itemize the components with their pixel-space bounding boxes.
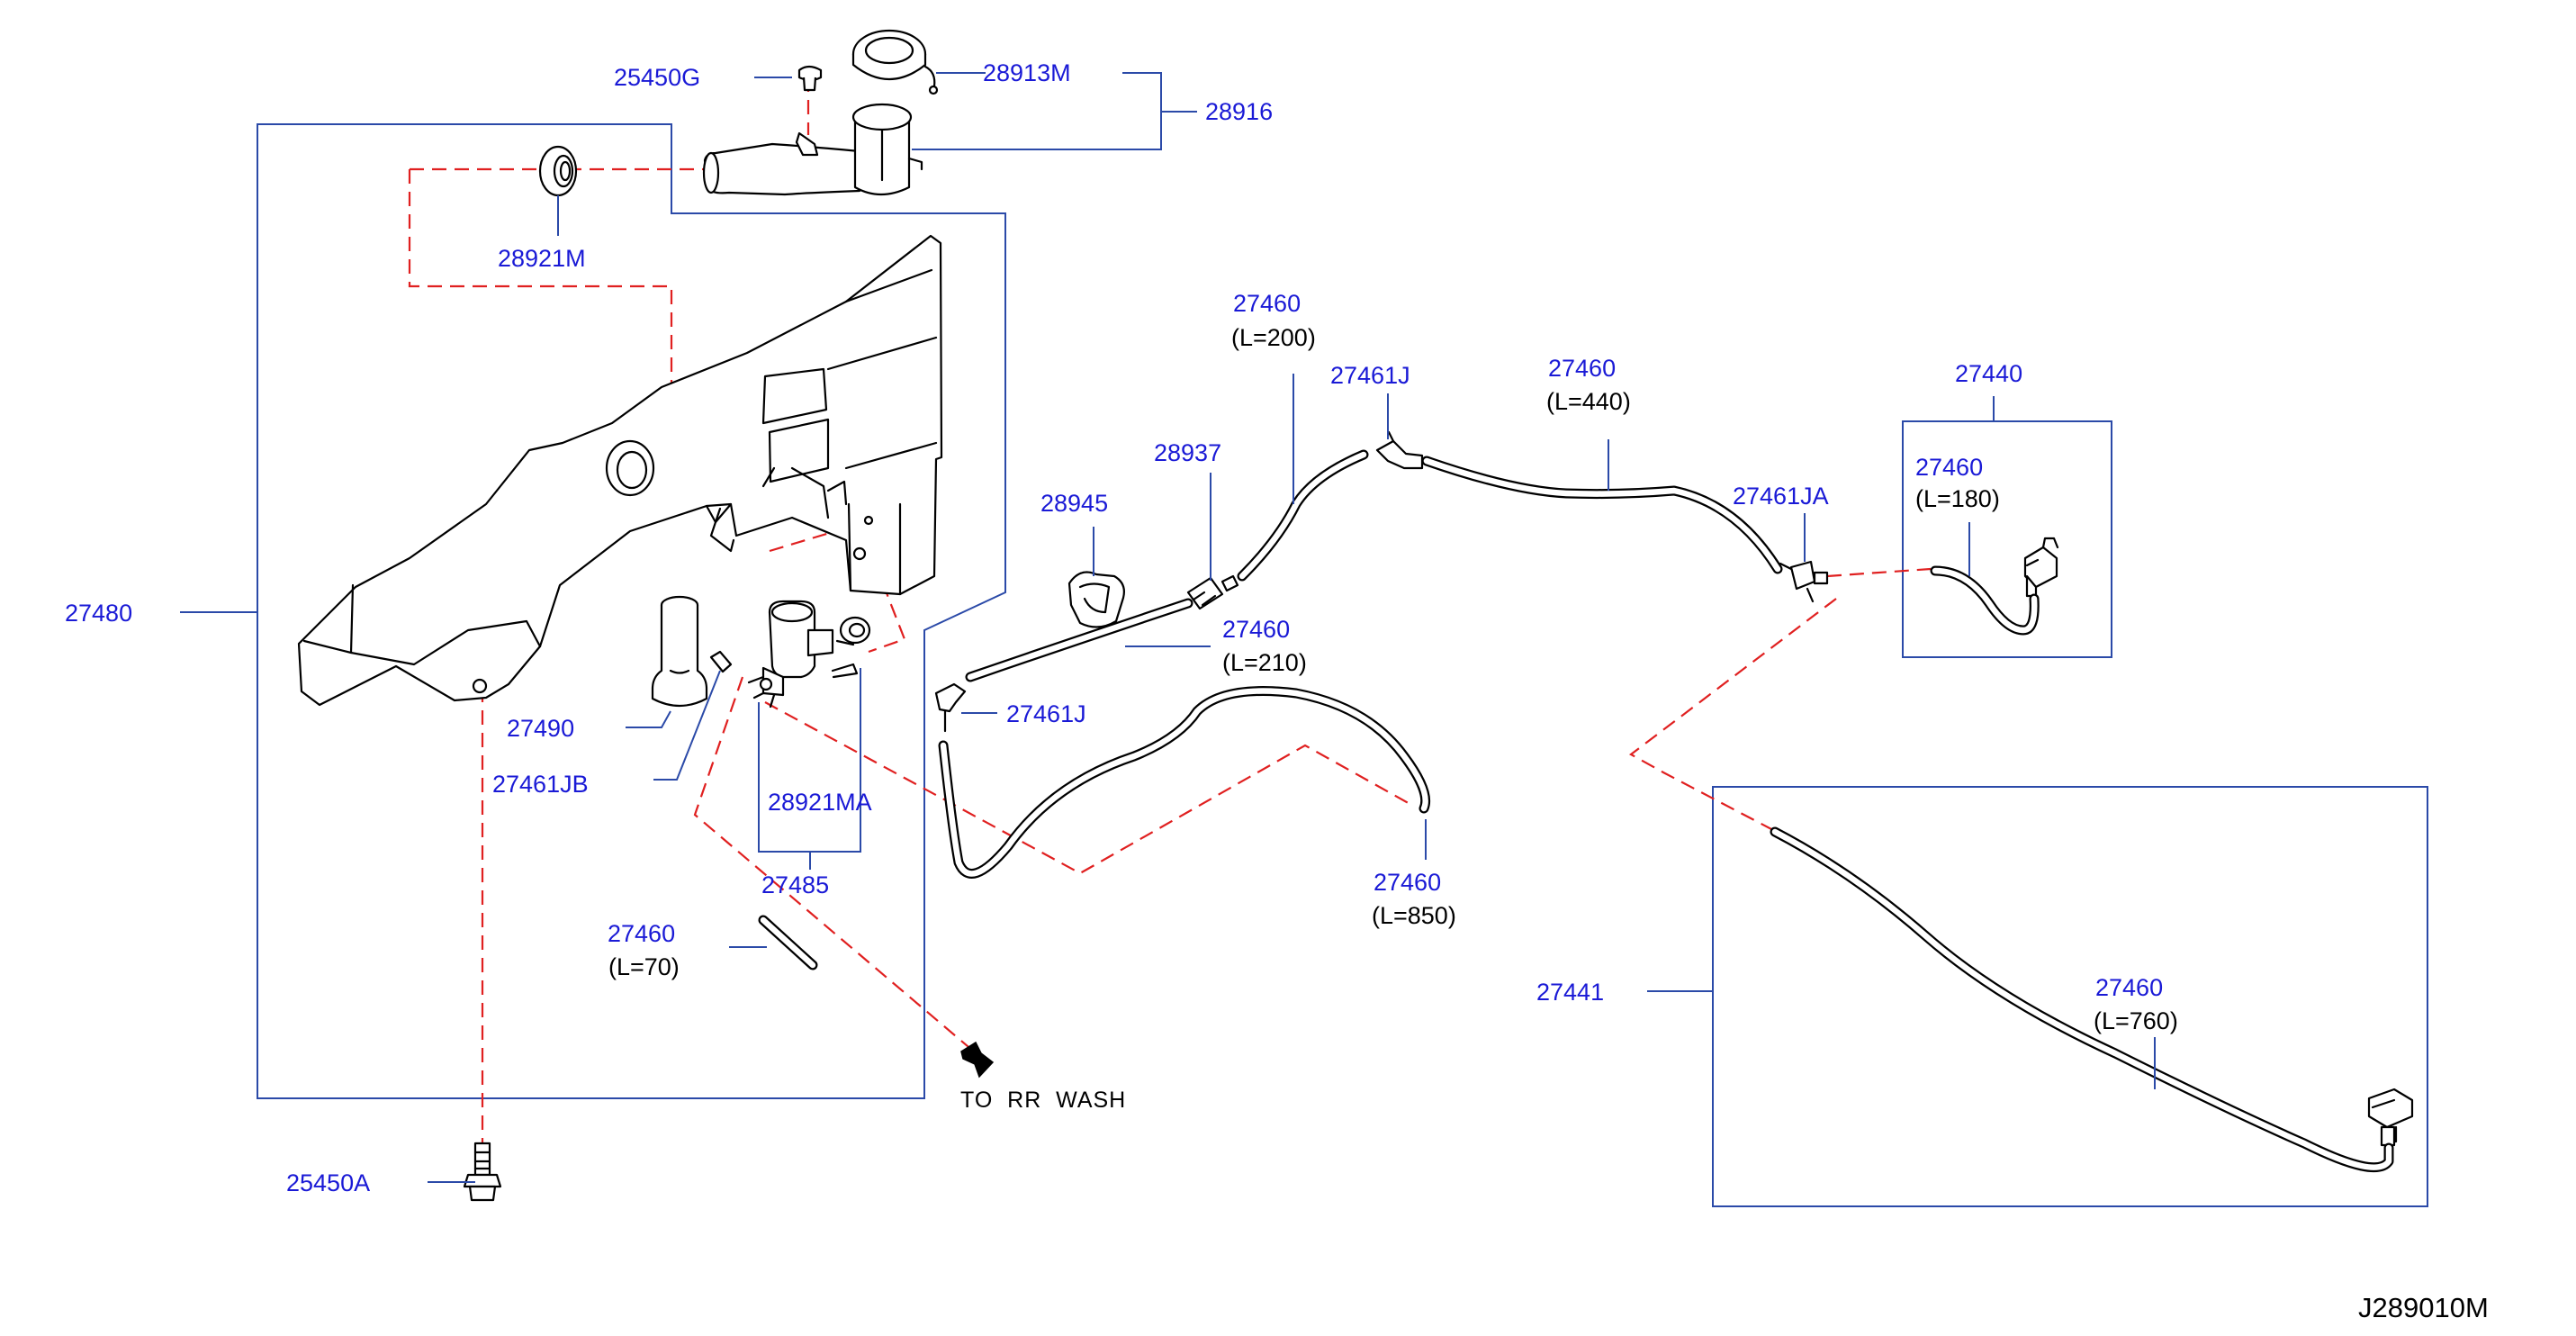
note-to-rr-wash: TO RR WASH [960, 1088, 1126, 1113]
label-28921M: 28921M [498, 245, 586, 272]
diagram-code: J289010M [2358, 1292, 2489, 1323]
label-27461JB: 27461JB [492, 771, 589, 798]
label-28916: 28916 [1205, 98, 1273, 125]
nozzle-27440 [2023, 537, 2059, 598]
clip-25450G [797, 65, 823, 92]
connector-27461JB [709, 650, 733, 673]
label-27460-l850: 27460 [1374, 869, 1441, 896]
tee-27461JA [1779, 560, 1829, 603]
check-valve-28937 [1186, 574, 1239, 610]
hoses [758, 449, 2394, 1173]
length-l760: (L=760) [2094, 1007, 2178, 1034]
seal-28921M [538, 145, 578, 197]
nozzle-27441 [2367, 1088, 2414, 1147]
label-25450A: 25450A [286, 1169, 370, 1196]
label-27460-l760: 27460 [2095, 974, 2163, 1001]
label-28937: 28937 [1154, 439, 1221, 466]
elbow-27461J-top [1375, 430, 1424, 470]
frame-27441 [1712, 786, 2428, 1207]
clamp-28945 [1067, 571, 1125, 628]
label-27490: 27490 [507, 715, 574, 742]
arrow-to-rr-wash [960, 1041, 995, 1079]
label-27480: 27480 [65, 600, 132, 627]
label-27461J-top: 27461J [1330, 362, 1410, 389]
label-28921MA: 28921MA [768, 789, 872, 816]
washer-tank-27480 [297, 234, 943, 707]
path-27461JA-to-hoses [1628, 567, 1932, 831]
length-l440: (L=440) [1546, 388, 1631, 415]
label-25450G: 25450G [614, 64, 700, 91]
length-l200: (L=200) [1231, 324, 1316, 351]
part-labels: 25450G 28913M 28916 28921M 27480 27490 2… [65, 59, 2489, 1323]
label-27440: 27440 [1955, 360, 2022, 387]
filter-27490 [651, 595, 708, 708]
path-pump-to-hose850 [764, 701, 1414, 875]
grommet-28921MA [839, 616, 871, 645]
elbow-27461J-mid [934, 682, 967, 733]
label-27460-l440: 27460 [1548, 355, 1616, 382]
filler-neck-28916 [702, 103, 923, 196]
label-27461J-mid: 27461J [1006, 700, 1086, 727]
leader-lines [180, 72, 2156, 1183]
length-l850: (L=850) [1372, 902, 1456, 929]
label-27461JA: 27461JA [1733, 483, 1829, 510]
label-27441: 27441 [1536, 979, 1604, 1006]
label-27485: 27485 [761, 871, 829, 898]
cap-28913M [851, 29, 939, 95]
path-to-rr-wash [693, 676, 975, 1052]
length-l70: (L=70) [608, 953, 680, 980]
length-l210: (L=210) [1222, 649, 1307, 676]
frame-27440 [1902, 420, 2112, 658]
frame-27480 [257, 123, 1006, 1099]
label-27460-l210: 27460 [1222, 616, 1290, 643]
path-tank-to-pump [769, 522, 906, 654]
label-28945: 28945 [1040, 490, 1108, 517]
bracket-28916 [912, 72, 1197, 150]
assembly-frames [257, 72, 2428, 1207]
bracket-27485 [758, 668, 861, 870]
length-l180: (L=180) [1915, 485, 2000, 512]
label-28913M: 28913M [983, 59, 1071, 86]
label-27460-l180: 27460 [1915, 454, 1983, 481]
label-27460-l200: 27460 [1233, 290, 1301, 317]
bolt-25450A [463, 1142, 502, 1202]
pump-27485 [747, 600, 859, 709]
label-27460-l70: 27460 [608, 920, 675, 947]
